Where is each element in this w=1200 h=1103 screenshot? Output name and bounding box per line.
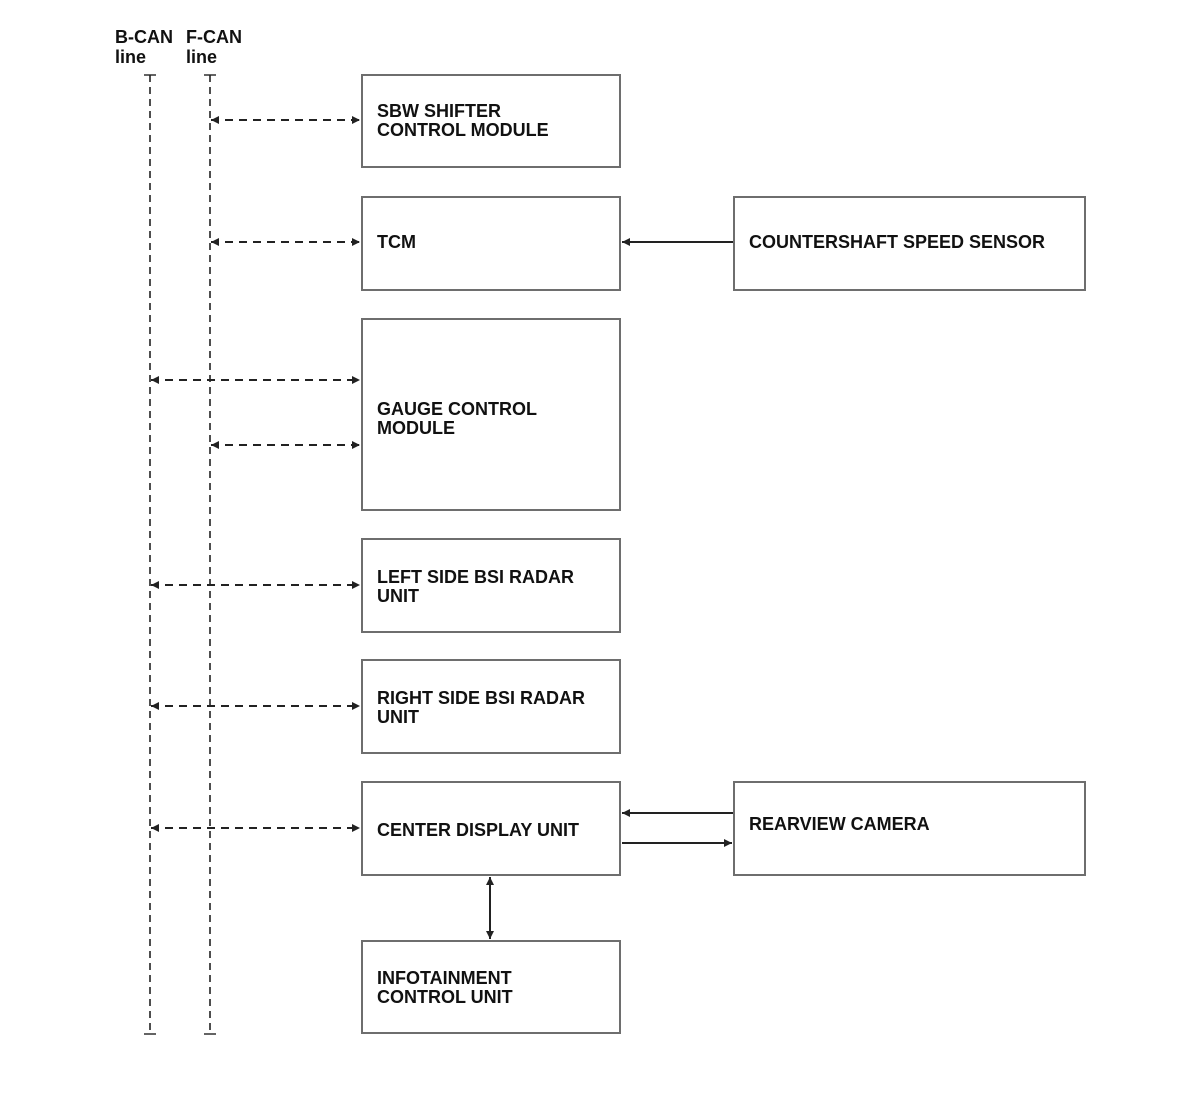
gauge-control-label: GAUGE CONTROL MODULE (377, 400, 537, 438)
infotainment-label-line1: INFOTAINMENT (377, 968, 512, 988)
infotainment-label: INFOTAINMENT CONTROL UNIT (377, 969, 513, 1007)
infotainment-control-unit-box: INFOTAINMENT CONTROL UNIT (361, 940, 621, 1034)
f-can-label-line1: F-CAN (186, 27, 242, 47)
sbw-shifter-label-line1: SBW SHIFTER (377, 101, 501, 121)
b-can-bus-line (144, 74, 156, 1035)
gauge-control-label-line2: MODULE (377, 418, 455, 438)
infotainment-label-line2: CONTROL UNIT (377, 987, 513, 1007)
f-can-label-line2: line (186, 47, 218, 67)
countershaft-speed-sensor-label: COUNTERSHAFT SPEED SENSOR (749, 233, 1045, 252)
f-can-label: F-CAN line (186, 27, 242, 67)
center-display-label-line1: CENTER DISPLAY UNIT (377, 820, 580, 840)
tcm-label: TCM (377, 233, 416, 252)
tcm-label-line1: TCM (377, 232, 416, 252)
b-can-label-line1: B-CAN (115, 27, 173, 47)
rearview-camera-label-line1: REARVIEW CAMERA (749, 814, 930, 834)
countershaft-speed-sensor-box: COUNTERSHAFT SPEED SENSOR (733, 196, 1086, 291)
f-can-bus-line (204, 74, 216, 1035)
right-bsi-label: RIGHT SIDE BSI RADAR UNIT (377, 689, 585, 727)
rearview-camera-label: REARVIEW CAMERA (749, 815, 930, 834)
right-side-bsi-radar-unit-box: RIGHT SIDE BSI RADAR UNIT (361, 659, 621, 754)
left-side-bsi-radar-unit-box: LEFT SIDE BSI RADAR UNIT (361, 538, 621, 633)
b-can-label: B-CAN line (115, 27, 173, 67)
left-bsi-label-line1: LEFT SIDE BSI RADAR (377, 567, 575, 587)
tcm-box: TCM (361, 196, 621, 291)
left-bsi-label: LEFT SIDE BSI RADAR UNIT (377, 568, 574, 606)
gauge-control-module-box: GAUGE CONTROL MODULE (361, 318, 621, 511)
center-display-unit-box: CENTER DISPLAY UNIT (361, 781, 621, 876)
gauge-control-label-line1: GAUGE CONTROL (377, 399, 537, 419)
left-bsi-label-line2: UNIT (377, 586, 419, 606)
right-bsi-label-line2: UNIT (377, 707, 419, 727)
right-bsi-label-line1: RIGHT SIDE BSI RADAR (377, 688, 586, 708)
b-can-label-line2: line (115, 47, 147, 67)
rearview-camera-box: REARVIEW CAMERA (733, 781, 1086, 876)
sbw-shifter-control-module-box: SBW SHIFTER CONTROL MODULE (361, 74, 621, 168)
countershaft-speed-sensor-label-line1: COUNTERSHAFT SPEED SENSOR (749, 232, 1046, 252)
sbw-shifter-label-line2: CONTROL MODULE (377, 120, 549, 140)
sbw-shifter-label: SBW SHIFTER CONTROL MODULE (377, 102, 549, 140)
center-display-label: CENTER DISPLAY UNIT (377, 821, 579, 840)
